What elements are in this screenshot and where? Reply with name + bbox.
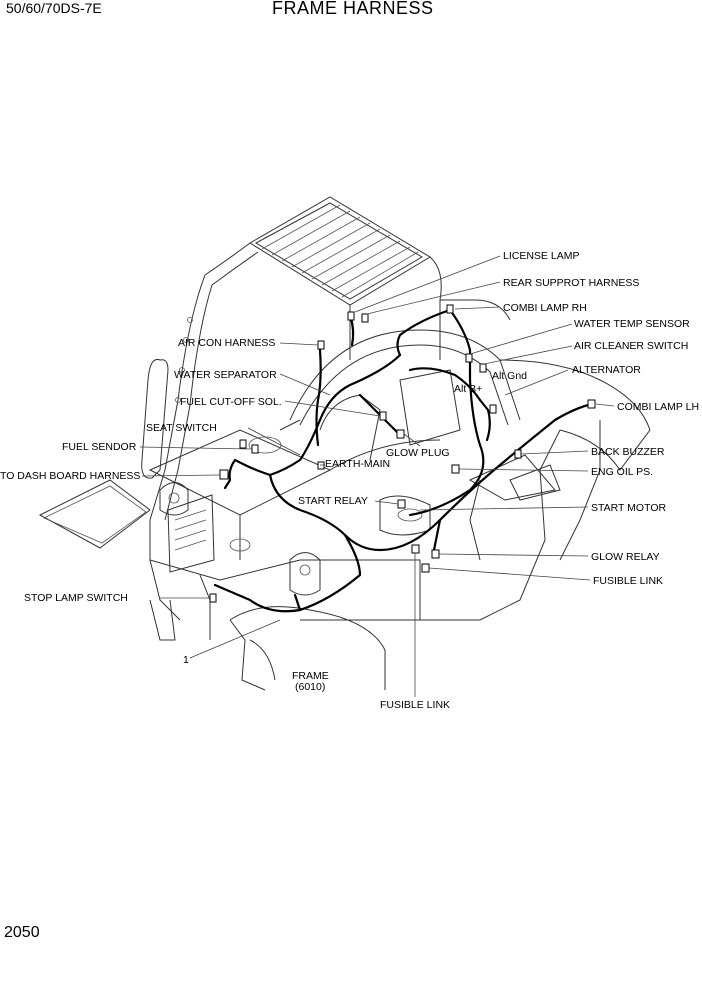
connector-air-cleaner <box>479 363 487 373</box>
truck-frame <box>38 274 651 691</box>
connector-water-temp <box>465 353 473 363</box>
label-alt-gnd: Alt Gnd <box>492 370 527 382</box>
label-start-relay: START RELAY <box>298 495 368 507</box>
connector-back-buzzer <box>514 449 522 459</box>
page-title: FRAME HARNESS <box>272 0 434 18</box>
label-air-cleaner-switch: AIR CLEANER SWITCH <box>574 340 688 352</box>
label-back-buzzer: BACK BUZZER <box>591 446 665 458</box>
label-water-temp-sensor: WATER TEMP SENSOR <box>574 318 690 330</box>
connector-combi-lamp-rh <box>446 304 454 314</box>
label-water-separator: WATER SEPARATOR <box>174 369 277 381</box>
label-combi-lamp-lh: COMBI LAMP LH <box>617 401 699 413</box>
connector-stop-lamp <box>209 593 217 603</box>
label-alt-b: Alt B+ <box>454 383 482 395</box>
model-code: 50/60/70DS-7E <box>6 0 102 16</box>
label-frame-code: (6010) <box>295 681 325 693</box>
connector-dash-board <box>219 469 229 480</box>
labels: LICENSE LAMP REAR SUPPROT HARNESS COMBI … <box>0 250 699 711</box>
label-license-lamp: LICENSE LAMP <box>503 250 579 262</box>
connectors <box>209 304 596 603</box>
connector-fusible-link-bottom <box>411 544 420 554</box>
connector-rear-support <box>361 313 369 323</box>
connector-air-con <box>317 340 325 350</box>
label-stop-lamp-switch: STOP LAMP SWITCH <box>24 592 128 604</box>
label-combi-lamp-rh: COMBI LAMP RH <box>503 302 587 314</box>
connector-combi-lamp-lh <box>587 399 596 409</box>
overhead-guard <box>204 196 511 360</box>
label-earth-main: EARTH-MAIN <box>325 458 390 470</box>
label-rear-support-harness: REAR SUPPROT HARNESS <box>503 277 639 289</box>
connector-fuel-cutoff <box>379 411 387 421</box>
leader-lines <box>139 255 615 697</box>
label-fuel-sendor: FUEL SENDOR <box>62 441 137 453</box>
label-eng-oil-ps: ENG OIL PS. <box>591 466 653 478</box>
label-item-number: 1 <box>183 654 189 666</box>
harness-wires <box>213 308 594 613</box>
connector-fuel-sendor <box>251 444 259 454</box>
connector-seat-switch <box>239 439 247 449</box>
connector-alternator <box>489 404 497 414</box>
connector-fusible-link <box>421 563 430 573</box>
connector-glow-plug <box>396 429 405 439</box>
label-air-con-harness: AIR CON HARNESS <box>178 337 275 349</box>
label-start-motor: START MOTOR <box>591 502 666 514</box>
label-frame: FRAME <box>292 670 329 682</box>
label-fusible-link-right: FUSIBLE LINK <box>593 575 663 587</box>
label-glow-plug: GLOW PLUG <box>386 447 450 459</box>
label-alternator: ALTERNATOR <box>572 364 641 376</box>
label-fuel-cut-off-sol: FUEL CUT-OFF SOL. <box>180 396 282 408</box>
label-fusible-link-bottom: FUSIBLE LINK <box>380 699 450 711</box>
connector-eng-oil <box>451 464 460 474</box>
connector-glow-relay <box>431 549 440 559</box>
label-to-dash-board-harness: TO DASH BOARD HARNESS <box>0 470 140 482</box>
label-seat-switch: SEAT SWITCH <box>146 422 217 434</box>
label-glow-relay: GLOW RELAY <box>591 551 660 563</box>
connector-earth-main <box>317 461 325 470</box>
connector-license-lamp <box>347 311 355 321</box>
connector-start-relay <box>397 499 406 509</box>
page-number: 2050 <box>4 924 40 941</box>
